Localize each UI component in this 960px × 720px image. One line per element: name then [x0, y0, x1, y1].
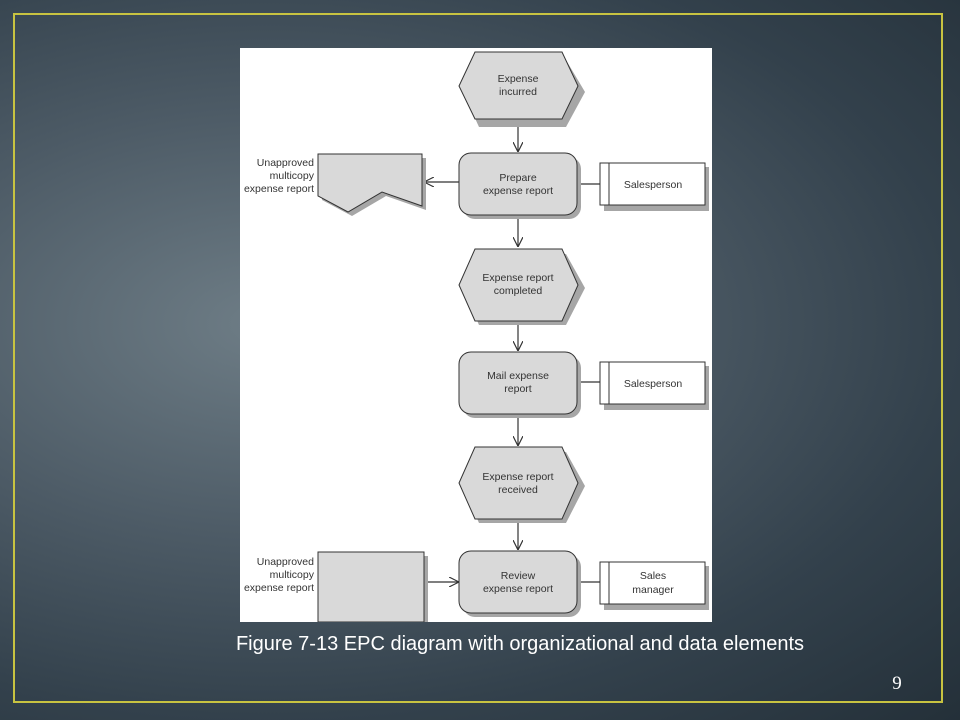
- document-unapproved-expense-report-2: [317, 551, 428, 622]
- function-label-line1: Review: [501, 570, 536, 582]
- org-unit-label-line1: Salesperson: [624, 378, 683, 390]
- org-unit-salesperson-1: Salesperson: [599, 162, 709, 211]
- document-label-line1: Unapproved: [257, 157, 314, 169]
- function-prepare-expense-report: Prepare expense report: [458, 152, 581, 219]
- event-label-line2: completed: [494, 285, 543, 297]
- function-label-line2: expense report: [483, 185, 553, 197]
- event-label-line1: Expense report: [482, 272, 553, 284]
- figure-caption: Figure 7-13 EPC diagram with organizatio…: [235, 633, 805, 655]
- org-unit-label-line1: Sales: [640, 570, 666, 582]
- org-unit-salesperson-2: Salesperson: [599, 361, 709, 410]
- org-unit-label-line2: manager: [632, 584, 674, 596]
- function-label-line1: Prepare: [499, 172, 537, 184]
- org-unit-label-line1: Salesperson: [624, 179, 683, 191]
- function-label-line1: Mail expense: [487, 370, 549, 382]
- document-label-line3: expense report: [244, 183, 314, 195]
- document-label-line1: Unapproved: [257, 556, 314, 568]
- epc-diagram-svg: Expense incurred Prepare expense report …: [244, 51, 709, 622]
- function-review-expense-report: Review expense report: [458, 550, 581, 617]
- epc-diagram: Expense incurred Prepare expense report …: [240, 48, 712, 622]
- function-label-line2: report: [504, 383, 532, 395]
- event-expense-report-received: Expense report received: [458, 446, 585, 523]
- event-label-line1: Expense: [498, 73, 539, 85]
- document-label-line2: multicopy: [270, 569, 315, 581]
- event-expense-report-completed: Expense report completed: [458, 248, 585, 325]
- org-unit-sales-manager: Sales manager: [599, 561, 709, 610]
- document-label-line2: multicopy: [270, 170, 315, 182]
- function-mail-expense-report: Mail expense report: [458, 351, 581, 418]
- document-label-line3: expense report: [244, 582, 314, 594]
- document-unapproved-expense-report-1: [317, 153, 426, 216]
- event-label-line2: incurred: [499, 86, 537, 98]
- slide-number: 9: [892, 673, 902, 694]
- event-label-line2: received: [498, 484, 538, 496]
- event-label-line1: Expense report: [482, 471, 553, 483]
- function-label-line2: expense report: [483, 583, 553, 595]
- event-expense-incurred: Expense incurred: [458, 51, 585, 127]
- slide-frame: [13, 13, 943, 703]
